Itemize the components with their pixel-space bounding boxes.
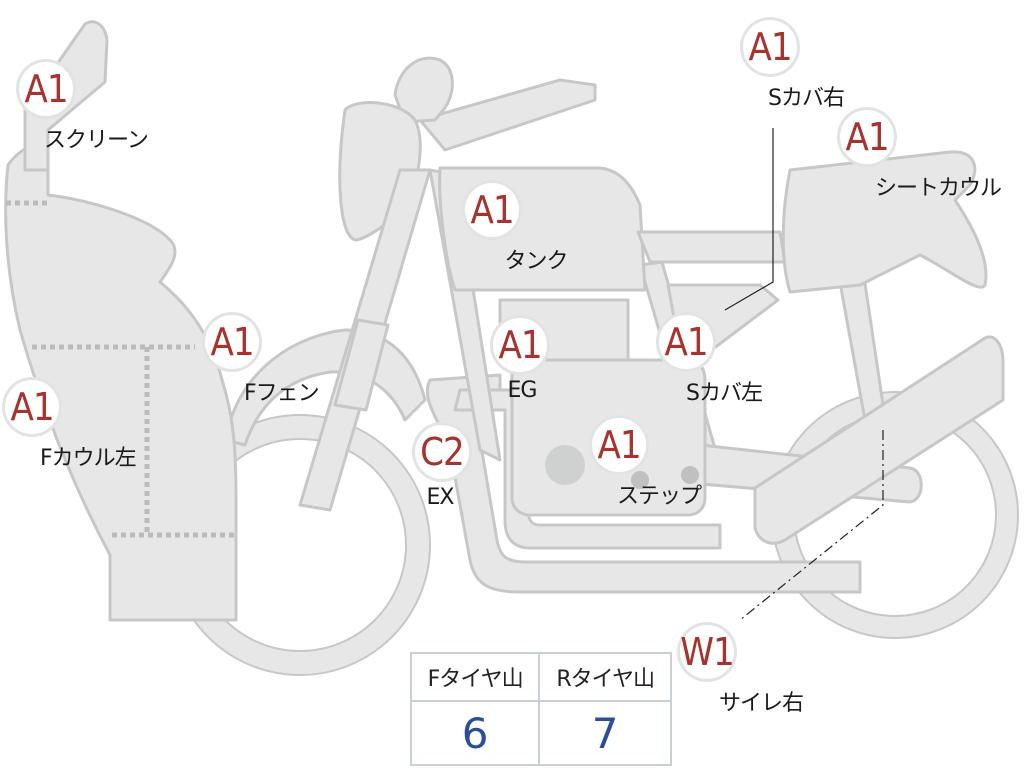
front-tire-header: Fタイヤ山 [409,652,541,702]
damage-code-badge: A1 [592,418,646,472]
leader-scover-right [724,128,774,311]
rear-muffler [753,335,1005,545]
part-label: Fカウル左 [40,446,137,471]
part-label: Sカバ右 [768,86,845,111]
damage-code-badge: A1 [659,315,713,369]
part-label: サイレ右 [719,691,804,716]
marker-eg[interactable]: A1 EG [488,318,552,403]
marker-ex[interactable]: C2 EX [410,425,474,510]
marker-tank[interactable]: A1 タンク [460,183,569,275]
rear-frame-top [636,230,787,264]
marker-seat-cowl[interactable]: A1 シートカウル [835,110,1002,202]
engine-cover [545,445,585,485]
footrest-knob-2 [681,466,699,484]
damage-code-badge: A1 [205,315,259,369]
damage-code-badge: A1 [19,62,73,116]
handlebar [418,78,597,152]
damage-code-badge: A1 [743,20,797,74]
rear-tire-header: Rタイヤ山 [538,652,672,702]
part-label: ステップ [617,484,702,509]
damage-code-badge: A1 [840,110,894,164]
mirror [393,56,454,124]
front-cowl [4,138,238,622]
marker-ffender[interactable]: A1 Fフェン [200,315,320,407]
marker-muffler-right[interactable]: W1 サイレ右 [675,625,804,717]
marker-fcowl-left[interactable]: A1 Fカウル左 [0,380,137,472]
tire-tread-table: Fタイヤ山 Rタイヤ山 6 7 [409,652,672,766]
part-label: EX [426,485,455,510]
fork-guard [333,318,390,412]
tire-table-header-row: Fタイヤ山 Rタイヤ山 [409,652,672,702]
footrest-knob-1 [631,471,649,489]
part-label: Fフェン [244,381,320,406]
marker-step[interactable]: A1 ステップ [587,418,702,510]
part-label: タンク [504,249,568,274]
marker-screen[interactable]: A1 スクリーン [14,62,149,154]
marker-scover-right[interactable]: A1 Sカバ右 [738,20,845,112]
part-label: EG [507,378,538,403]
damage-code-badge: A1 [465,183,519,237]
front-tire-value: 6 [409,700,541,766]
damage-code-badge: A1 [5,380,59,434]
seat-cowl [781,150,988,294]
marker-scover-left[interactable]: A1 Sカバ左 [654,315,763,407]
damage-code-badge: C2 [415,425,469,479]
part-label: シートカウル [875,176,1002,201]
damage-code-badge: W1 [680,625,735,679]
leader-muffler-right [739,430,884,621]
rear-tire-value: 7 [538,700,672,766]
damage-code-badge: A1 [493,318,547,372]
part-label: スクリーン [44,128,149,153]
part-label: Sカバ左 [686,381,763,406]
tire-table-value-row: 6 7 [409,700,672,766]
